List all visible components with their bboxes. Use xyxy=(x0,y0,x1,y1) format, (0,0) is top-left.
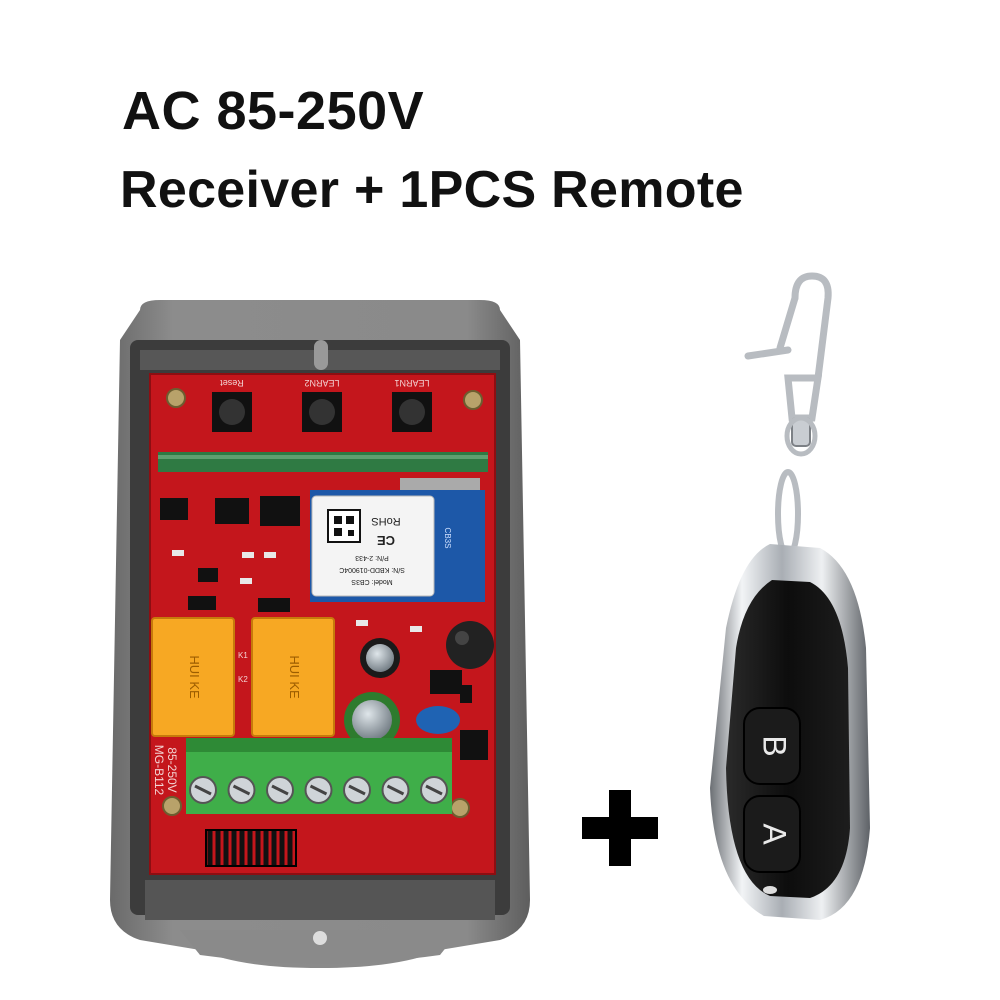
remote-led xyxy=(763,886,777,894)
module-ce: CE xyxy=(377,533,395,548)
button-label-learn2: LEARN2 xyxy=(304,378,339,388)
terminal-voltage-label: 85-250V xyxy=(165,747,179,792)
terminal-screw-slot xyxy=(309,784,328,796)
relay-1: HUI KE xyxy=(151,617,235,737)
remote-button-b-label: B xyxy=(757,735,793,756)
relay-2: HUI KE xyxy=(251,617,335,737)
terminal-screw-slot xyxy=(194,784,212,796)
terminal-screw-slot xyxy=(348,784,366,796)
antenna-coil xyxy=(207,830,293,866)
remote-button-b[interactable]: B xyxy=(743,707,801,785)
module-model: Model: CB3S xyxy=(351,578,393,585)
board-model-label: MG-B112 xyxy=(152,745,166,796)
button-label-reset: Reset xyxy=(220,378,244,388)
remote-button-a-label: A xyxy=(757,823,793,845)
relay-1-brand: HUI KE xyxy=(187,655,202,699)
headline-package: Receiver + 1PCS Remote xyxy=(120,161,744,219)
terminal-screw-slot xyxy=(425,784,443,796)
module-pn: P/N: 2-433 xyxy=(355,554,389,561)
terminal-screws xyxy=(189,776,448,804)
relay-2-brand: HUI KE xyxy=(287,655,302,699)
module-antenna-label: CB3S xyxy=(443,528,452,549)
terminal-screw-slot xyxy=(232,784,251,796)
smd-components xyxy=(160,496,488,760)
keyring xyxy=(775,469,801,559)
remote-button-a[interactable]: A xyxy=(743,795,801,873)
relay-indicator-k2: K2 xyxy=(238,675,248,684)
terminal-screw-slot xyxy=(271,784,289,796)
button-label-learn1: LEARN1 xyxy=(394,378,429,388)
remote-image: B A xyxy=(710,272,870,920)
module-sn: S/N: KBDD-019004C xyxy=(339,566,405,573)
plus-icon xyxy=(582,790,658,866)
relay-indicator-k1: K1 xyxy=(238,651,248,660)
module-rohs: RoHS xyxy=(371,515,400,527)
terminal-screw-slot xyxy=(386,784,405,796)
receiver-image: Reset LEARN2 LEARN1 RoHS CE P/N: 2-433 S… xyxy=(110,300,530,968)
keychain-clasp xyxy=(744,272,832,422)
pcb-push-buttons xyxy=(212,392,432,432)
headline-voltage: AC 85-250V xyxy=(122,81,425,141)
